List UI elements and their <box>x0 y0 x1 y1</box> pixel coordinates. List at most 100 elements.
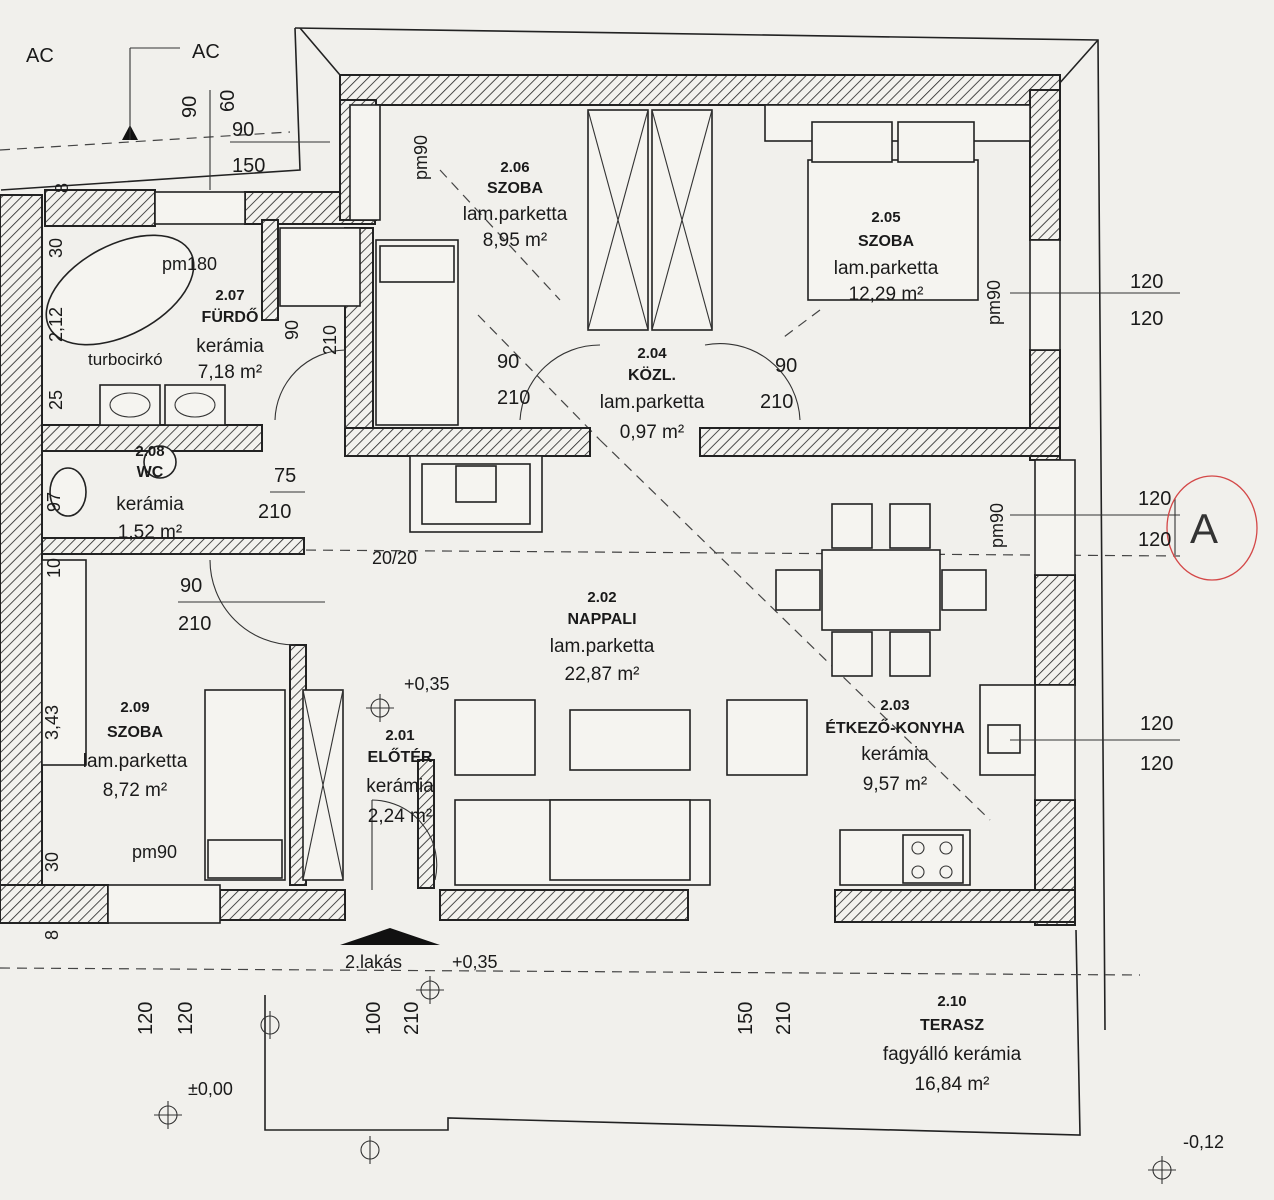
turbocirko-label: turbocirkó <box>88 350 163 369</box>
room-material: lam.parketta <box>834 258 939 279</box>
dim: 90 <box>282 320 302 340</box>
pm90-label: pm90 <box>987 503 1007 548</box>
room-material: fagyálló kerámia <box>883 1044 1022 1065</box>
room-material: kerámia <box>116 494 184 515</box>
level-marker-icon <box>260 1011 280 1039</box>
dim: 120 <box>1140 753 1173 775</box>
level-label: +0,35 <box>404 674 450 694</box>
dim: 3,43 <box>42 705 62 740</box>
dim: 120 <box>135 1002 157 1035</box>
dim: 90 <box>179 96 201 118</box>
pm180-label: pm180 <box>162 254 217 274</box>
room-name: FÜRDŐ <box>202 307 259 326</box>
room-number: 2.09 <box>120 699 149 716</box>
roof-outline <box>0 27 1106 1136</box>
dim: 120 <box>175 1002 197 1035</box>
annotation-labels: pm90 pm180 turbocirkó pm90 pm90 pm90 20/… <box>88 135 1224 1152</box>
marker-labels: AC AC A 2.lakás <box>26 41 1218 972</box>
room-material: lam.parketta <box>463 204 568 225</box>
room-name: SZOBA <box>107 724 163 741</box>
dim: 8 <box>52 183 72 193</box>
level-marker-icon <box>360 1136 380 1164</box>
room-area: 8,95 m² <box>483 230 547 251</box>
room-name: NAPPALI <box>567 611 636 628</box>
level-marker-icon <box>154 1101 182 1129</box>
room-name: TERASZ <box>920 1017 984 1034</box>
level-label: ±0,00 <box>188 1079 233 1099</box>
dim: 30 <box>42 852 62 872</box>
room-201: 2.01 ELŐTÉR kerámia 2,24 m² <box>366 727 434 827</box>
room-area: 12,29 m² <box>849 284 924 305</box>
dim: 8 <box>42 930 62 940</box>
dim: 120 <box>1130 308 1163 330</box>
dim: 120 <box>1138 488 1171 510</box>
dim: 210 <box>258 501 291 523</box>
dim: 120 <box>1138 529 1171 551</box>
dimension-texts: 90 60 90 150 8 30 2,12 25 90 210 90 210 … <box>42 90 1173 1035</box>
room-206: 2.06 SZOBA lam.parketta 8,95 m² <box>463 159 568 251</box>
room-203: 2.03 ÉTKEZŐ-KONYHA kerámia 9,57 m² <box>825 697 965 795</box>
entrance-arrow-icon <box>340 928 440 945</box>
room-material: lam.parketta <box>550 636 655 657</box>
dim: 90 <box>497 351 519 373</box>
dim: 150 <box>232 155 265 177</box>
room-material: lam.parketta <box>600 392 705 413</box>
room-202: 2.02 NAPPALI lam.parketta 22,87 m² <box>550 589 655 685</box>
room-name: KÖZL. <box>628 365 676 384</box>
room-number: 2.06 <box>500 159 529 176</box>
dim: 100 <box>363 1002 385 1035</box>
dim: 75 <box>274 465 296 487</box>
room-name: SZOBA <box>487 180 543 197</box>
room-number: 2.01 <box>385 727 414 744</box>
room-area: 22,87 m² <box>565 664 640 685</box>
dim: 90 <box>232 119 254 141</box>
room-area: 1,52 m² <box>118 522 182 543</box>
level-label: +0,35 <box>452 952 498 972</box>
room-material: kerámia <box>366 776 434 797</box>
pm90-label: pm90 <box>132 842 177 862</box>
chimney-label: 20/20 <box>372 548 417 568</box>
room-number: 2.08 <box>135 443 164 460</box>
room-name: SZOBA <box>858 233 914 250</box>
dim: 120 <box>1130 271 1163 293</box>
level-markers <box>154 694 1176 1184</box>
level-marker-icon <box>1148 1156 1176 1184</box>
room-area: 2,24 m² <box>368 806 432 827</box>
room-210: 2.10 TERASZ fagyálló kerámia 16,84 m² <box>883 993 1022 1095</box>
dim: 120 <box>1140 713 1173 735</box>
dim: 2,12 <box>46 307 66 342</box>
room-area: 8,72 m² <box>103 780 167 801</box>
section-marker-circle <box>1166 475 1258 581</box>
room-205: 2.05 SZOBA lam.parketta 12,29 m² <box>834 209 939 305</box>
room-number: 2.05 <box>871 209 900 226</box>
ac-label-top: AC <box>192 41 220 63</box>
dim: 210 <box>760 391 793 413</box>
room-number: 2.04 <box>637 345 667 362</box>
room-area: 16,84 m² <box>915 1074 990 1095</box>
room-material: kerámia <box>861 744 929 765</box>
room-208: 2.08 WC kerámia 1,52 m² <box>116 443 184 543</box>
dim: 210 <box>178 613 211 635</box>
dim: 25 <box>46 390 66 410</box>
ac-label-left: AC <box>26 45 54 67</box>
dim: 210 <box>320 325 340 355</box>
section-label-a: A <box>1190 505 1218 552</box>
dim: 10 <box>44 558 64 578</box>
room-209: 2.09 SZOBA lam.parketta 8,72 m² <box>83 699 188 801</box>
pm90-label: pm90 <box>411 135 431 180</box>
dim: 97 <box>44 492 64 512</box>
room-area: 7,18 m² <box>198 362 262 383</box>
room-name: ELŐTÉR <box>368 747 433 766</box>
doors <box>209 343 801 890</box>
windows <box>107 104 1076 924</box>
room-material: lam.parketta <box>83 751 188 772</box>
dimension-lines <box>129 47 1180 741</box>
dim: 30 <box>46 238 66 258</box>
room-area: 9,57 m² <box>863 774 927 795</box>
room-name: WC <box>137 464 164 481</box>
level-marker-icon <box>416 976 444 1004</box>
room-material: kerámia <box>196 336 264 357</box>
room-207: 2.07 FÜRDŐ kerámia 7,18 m² <box>196 287 264 383</box>
room-area: 0,97 m² <box>620 422 684 443</box>
level-label: -0,12 <box>1183 1132 1224 1152</box>
